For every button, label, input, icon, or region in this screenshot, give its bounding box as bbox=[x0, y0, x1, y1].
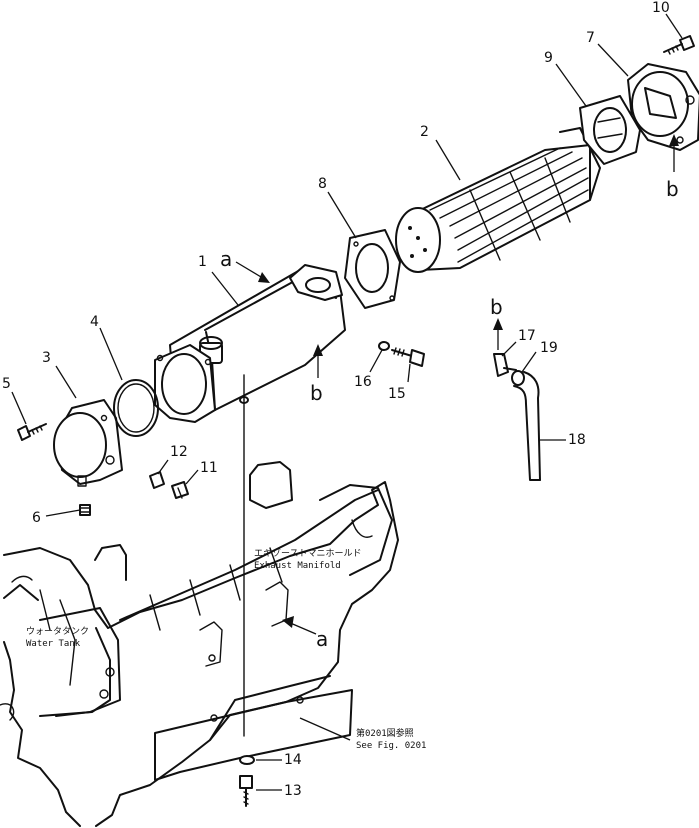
callout-15: 15 bbox=[388, 386, 406, 402]
callout-6: 6 bbox=[32, 510, 41, 526]
callout-10: 10 bbox=[652, 0, 670, 16]
letter-b-pipe: b bbox=[490, 295, 503, 319]
part-15-bolt bbox=[391, 347, 425, 367]
callout-4: 4 bbox=[90, 314, 99, 330]
note-see-fig-en: See Fig. 0201 bbox=[356, 741, 426, 751]
part-11-bolt bbox=[171, 481, 189, 499]
callout-9: 9 bbox=[544, 50, 553, 66]
callout-12: 12 bbox=[170, 444, 188, 460]
callout-2: 2 bbox=[420, 124, 429, 140]
callout-3: 3 bbox=[42, 350, 51, 366]
part-17-elbow bbox=[493, 353, 517, 377]
part-19-clamp bbox=[511, 370, 525, 386]
letter-a-top: a bbox=[220, 247, 232, 271]
part-13-bolt bbox=[239, 775, 253, 807]
callout-7: 7 bbox=[586, 30, 595, 46]
note-water-tank-en: Water Tank bbox=[26, 639, 81, 649]
callout-14: 14 bbox=[284, 752, 302, 768]
note-water-tank-jp: ウォータタンク bbox=[26, 626, 89, 637]
cooler-front-flange bbox=[154, 344, 216, 423]
callout-19: 19 bbox=[540, 340, 558, 356]
engine-block bbox=[0, 461, 399, 827]
part-16-washer bbox=[378, 341, 390, 351]
part-6-plug bbox=[79, 504, 91, 516]
letter-b-middle: b bbox=[310, 381, 323, 405]
arrow-b-right bbox=[669, 134, 679, 172]
callout-11: 11 bbox=[200, 460, 218, 476]
callout-18: 18 bbox=[568, 432, 586, 448]
callout-1: 1 bbox=[198, 254, 207, 270]
callout-8: 8 bbox=[318, 176, 327, 192]
arrow-a-bottom bbox=[282, 616, 317, 635]
callout-17: 17 bbox=[518, 328, 536, 344]
arrow-b-middle bbox=[313, 344, 323, 378]
part-14-washer bbox=[239, 755, 255, 765]
part-7-rear-cover bbox=[627, 63, 699, 151]
letter-b-right: b bbox=[666, 177, 679, 201]
arrow-a-top bbox=[235, 261, 270, 283]
callout-13: 13 bbox=[284, 783, 302, 799]
letter-a-bottom: a bbox=[316, 627, 328, 651]
part-10-bolt bbox=[663, 35, 695, 55]
note-see-fig-jp: 第0201図参照 bbox=[356, 727, 414, 739]
part-4-o-ring-inner bbox=[117, 383, 155, 433]
part-4-o-ring bbox=[113, 379, 159, 437]
part-8-gasket bbox=[344, 229, 401, 309]
leader-lines bbox=[11, 13, 683, 791]
part-12-plug bbox=[149, 471, 165, 489]
arrow-b-pipe bbox=[493, 318, 503, 350]
part-18-pipe bbox=[513, 371, 541, 481]
note-exhaust-manifold-en: Exhaust Manifold bbox=[254, 561, 341, 571]
part-5-bolt bbox=[17, 423, 47, 441]
part-9-gasket bbox=[579, 95, 641, 165]
callout-5: 5 bbox=[2, 376, 11, 392]
part-3-front-cover bbox=[53, 399, 123, 487]
callout-16: 16 bbox=[354, 374, 372, 390]
part-2-cooler-core bbox=[395, 127, 601, 273]
note-exhaust-manifold-jp: エキゾーストマニホールド bbox=[254, 548, 362, 559]
